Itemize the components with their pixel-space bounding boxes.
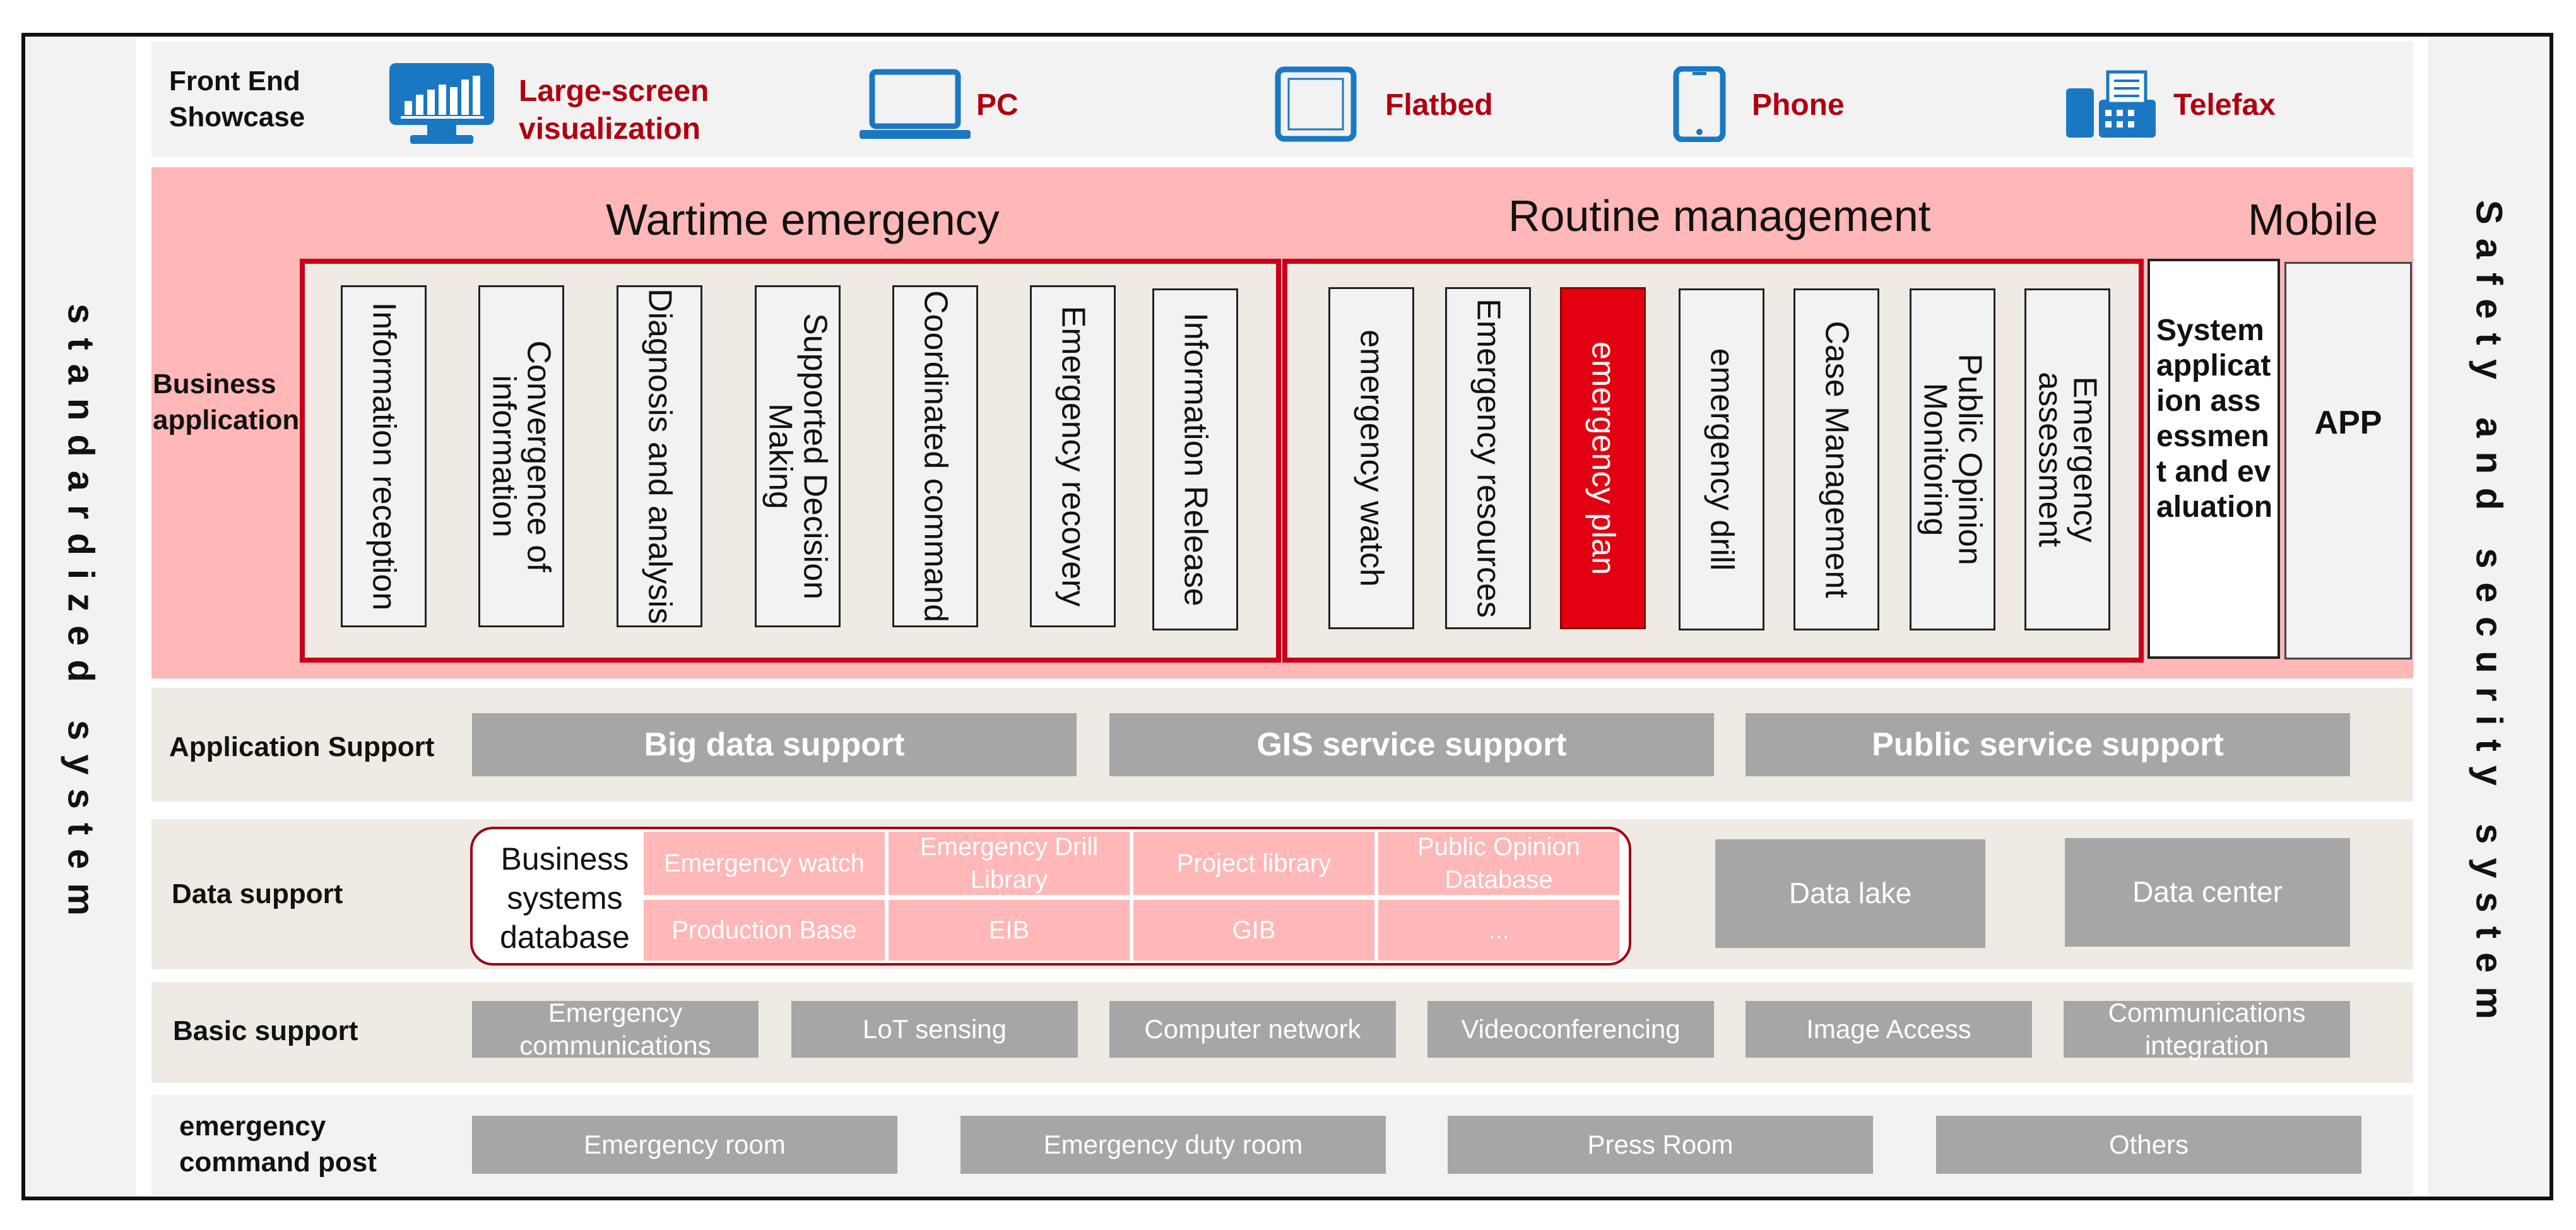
right-system-label: Safety and security system xyxy=(2468,200,2509,1033)
laptop-icon xyxy=(860,69,971,139)
data-lake: Data lake xyxy=(1715,839,1985,948)
command-press-room: Press Room xyxy=(1448,1116,1873,1174)
front-end-item-telefax: Telefax xyxy=(2173,88,2276,122)
app-support-label: Application Support xyxy=(169,731,435,762)
basic-computer-network: Computer network xyxy=(1109,1001,1396,1058)
command-emergency-room: Emergency room xyxy=(472,1116,897,1174)
wartime-title: Wartime emergency xyxy=(606,195,1000,244)
db-cell-project-library: Project library xyxy=(1133,832,1374,895)
left-sidebar: standardized system xyxy=(25,37,136,1197)
front-end-item-pc: PC xyxy=(976,88,1019,122)
app-support-gis: GIS service support xyxy=(1109,713,1714,776)
routine-item-public-opinion-monitoring: Public Opinion Monitoring xyxy=(1910,288,1995,630)
front-end-item-large-screen: Large-screen visualization xyxy=(519,74,709,146)
db-cell-gib: GIB xyxy=(1133,900,1374,961)
front-end-label: Front End Showcase xyxy=(169,66,305,133)
business-db-label: Business systems database xyxy=(500,841,630,955)
mobile-item-app: APP xyxy=(2284,262,2412,659)
db-cell-public-opinion-database: Public Opinion Database xyxy=(1378,832,1619,895)
basic-videoconferencing: Videoconferencing xyxy=(1427,1001,1714,1058)
front-end-item-flatbed: Flatbed xyxy=(1385,88,1493,122)
data-support-label: Data support xyxy=(172,878,343,909)
db-cell-emergency-drill-library: Emergency Drill Library xyxy=(889,832,1130,895)
routine-item-emergency-assessment: Emergency assessment xyxy=(2024,288,2110,630)
left-system-label: standardized system xyxy=(60,304,101,930)
db-cell-production-base: Production Base xyxy=(644,900,885,961)
wartime-item-information-reception: Information reception xyxy=(341,285,427,627)
architecture-frame xyxy=(21,33,2553,1200)
mobile-title: Mobile xyxy=(2248,195,2378,244)
wartime-item-coordinated-command: Coordinated command xyxy=(892,285,978,627)
routine-item-emergency-watch: emergency watch xyxy=(1328,287,1414,629)
wartime-item-convergence-of-information: Convergence of information xyxy=(478,285,564,627)
phone-icon xyxy=(1673,66,1726,142)
command-others: Others xyxy=(1936,1116,2361,1174)
basic-support-label: Basic support xyxy=(173,1015,358,1046)
routine-title: Routine management xyxy=(1508,191,1931,240)
app-support-big-data: Big data support xyxy=(472,713,1077,776)
monitor-chart-icon xyxy=(389,63,494,144)
mobile-item-system-assessment: System application assessment and evalua… xyxy=(2148,259,2280,659)
command-emergency-duty-room: Emergency duty room xyxy=(960,1116,1386,1174)
tablet-icon xyxy=(1275,66,1357,142)
data-center: Data center xyxy=(2065,838,2350,947)
front-end-item-phone: Phone xyxy=(1752,88,1845,122)
db-cell-eib: EIB xyxy=(889,900,1130,961)
fax-icon xyxy=(2066,70,2156,138)
routine-item-case-management: Case Management xyxy=(1793,288,1879,630)
routine-item-emergency-plan: emergency plan xyxy=(1560,287,1646,629)
wartime-item-information-release: Information Release xyxy=(1152,288,1238,630)
basic-image-access: Image Access xyxy=(1746,1001,2032,1058)
command-post-label: emergency command post xyxy=(179,1111,377,1178)
db-cell-emergency-watch: Emergency watch xyxy=(644,832,885,895)
right-sidebar: Safety and security system xyxy=(2428,37,2549,1197)
routine-item-emergency-drill: emergency drill xyxy=(1679,288,1764,630)
business-label: Business application xyxy=(153,369,300,436)
routine-item-emergency-resources: Emergency resources xyxy=(1445,287,1531,629)
basic-emergency-communications: Emergency communications xyxy=(472,998,759,1060)
db-cell-more: ... xyxy=(1378,900,1619,961)
basic-communications-integration: Communications integration xyxy=(2064,998,2350,1060)
wartime-item-diagnosis-and-analysis: Diagnosis and analysis xyxy=(617,285,702,627)
app-support-public-service: Public service support xyxy=(1746,713,2350,776)
basic-lot-sensing: LoT sensing xyxy=(791,1001,1078,1058)
wartime-item-supported-decision-making: Supported Decision Making xyxy=(755,285,841,627)
wartime-item-emergency-recovery: Emergency recovery xyxy=(1030,285,1116,627)
